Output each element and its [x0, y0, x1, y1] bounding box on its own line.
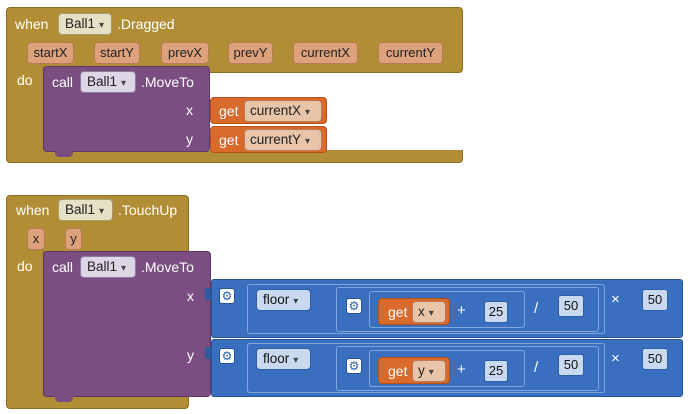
chevron-down-icon: ▾ [293, 296, 299, 307]
multiply-operator: × [611, 350, 620, 367]
y-arg-label: y [186, 131, 193, 147]
event-name: .Dragged [117, 16, 175, 32]
chevron-down-icon: ▾ [305, 136, 311, 147]
chevron-down-icon: ▾ [121, 263, 127, 274]
chevron-down-icon: ▾ [99, 20, 105, 31]
call-component-dropdown[interactable]: Ball1▾ [80, 71, 136, 93]
get-keyword: get [219, 103, 239, 119]
do-keyword: do [17, 258, 33, 274]
param-currentY[interactable]: currentY [378, 42, 443, 64]
call-notch [55, 395, 73, 402]
param-startX[interactable]: startX [27, 42, 74, 64]
touchup-component-dropdown[interactable]: Ball1▾ [58, 199, 113, 221]
do-keyword: do [17, 72, 33, 88]
gear-icon[interactable]: ⚙ [346, 358, 362, 374]
x-var-dropdown[interactable]: x▾ [412, 301, 446, 323]
call-keyword: call [52, 259, 74, 275]
param-y[interactable]: y [65, 228, 82, 250]
get-keyword: get [219, 132, 239, 148]
plus-operator: + [457, 302, 466, 319]
touchup-event-do-bar [6, 250, 44, 398]
method-name: .MoveTo [141, 259, 194, 275]
y-floor-dropdown[interactable]: floor▾ [256, 348, 311, 370]
gear-icon[interactable]: ⚙ [219, 288, 235, 304]
x-add-number[interactable]: 25 [484, 301, 508, 323]
when-keyword: when [15, 16, 49, 32]
get-keyword: get [388, 304, 408, 320]
param-startY[interactable]: startY [94, 42, 140, 64]
x-divisor-number[interactable]: 50 [558, 295, 584, 317]
call-notch [55, 150, 73, 157]
when-keyword: when [16, 202, 50, 218]
chevron-down-icon: ▾ [293, 355, 299, 366]
x-arg-label: x [187, 288, 194, 304]
divide-operator: / [534, 359, 539, 376]
y-add-number[interactable]: 25 [484, 360, 508, 382]
dragged-event-bottom-bar [6, 150, 463, 163]
y-multiplier-number[interactable]: 50 [642, 348, 668, 370]
plus-operator: + [457, 361, 466, 378]
dragged-event-do-bar [6, 66, 44, 152]
y-socket-connector [205, 347, 211, 359]
divide-operator: / [534, 300, 539, 317]
chevron-down-icon: ▾ [99, 206, 105, 217]
y-arg-label: y [187, 347, 194, 363]
touchup-event-bottom-bar [6, 396, 189, 409]
gear-icon[interactable]: ⚙ [219, 348, 235, 364]
chevron-down-icon: ▾ [121, 78, 127, 89]
method-name: .MoveTo [141, 74, 194, 90]
param-x[interactable]: x [27, 228, 45, 250]
currentX-var-dropdown[interactable]: currentX▾ [244, 100, 322, 122]
param-prevY[interactable]: prevY [228, 42, 273, 64]
y-var-dropdown[interactable]: y▾ [412, 360, 446, 382]
dragged-component-dropdown[interactable]: Ball1▾ [58, 13, 112, 35]
chevron-down-icon: ▾ [428, 367, 434, 378]
param-currentX[interactable]: currentX [293, 42, 358, 64]
call-keyword: call [52, 74, 74, 90]
x-arg-label: x [186, 102, 193, 118]
get-keyword: get [388, 363, 408, 379]
call-component-dropdown[interactable]: Ball1▾ [80, 256, 136, 278]
chevron-down-icon: ▾ [305, 107, 311, 118]
param-prevX[interactable]: prevX [161, 42, 209, 64]
y-divisor-number[interactable]: 50 [558, 354, 584, 376]
multiply-operator: × [611, 291, 620, 308]
x-socket-connector [205, 288, 211, 300]
chevron-down-icon: ▾ [428, 308, 434, 319]
x-multiplier-number[interactable]: 50 [642, 289, 668, 311]
currentY-var-dropdown[interactable]: currentY▾ [244, 129, 322, 151]
x-floor-dropdown[interactable]: floor▾ [256, 289, 311, 311]
event-name: .TouchUp [118, 202, 178, 218]
gear-icon[interactable]: ⚙ [346, 298, 362, 314]
